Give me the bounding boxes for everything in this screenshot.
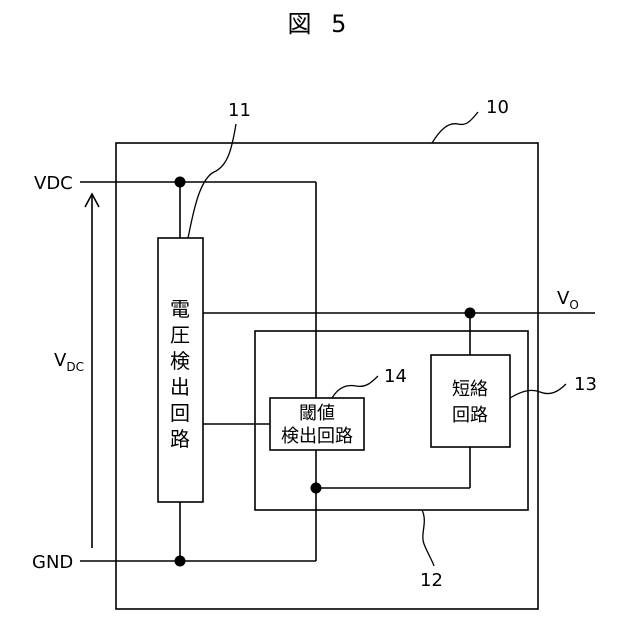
voltage-detection-char-6: 路 bbox=[170, 427, 190, 451]
short-circuit-block bbox=[431, 355, 510, 447]
leader-10 bbox=[432, 112, 478, 143]
gnd-terminal-label: GND bbox=[32, 552, 73, 573]
ref-numeral-14: 14 bbox=[384, 366, 407, 387]
voltage-detection-char-2: 圧 bbox=[170, 323, 190, 347]
vdc-voltage-main: V bbox=[54, 350, 67, 371]
leader-11 bbox=[188, 124, 236, 238]
junction-gnd bbox=[175, 556, 186, 567]
short-circuit-line-1: 短絡 bbox=[452, 379, 488, 400]
junction-vdc bbox=[175, 177, 186, 188]
ref-numeral-10: 10 bbox=[486, 97, 509, 118]
leader-14 bbox=[332, 376, 378, 398]
vo-output-subscript: O bbox=[569, 298, 578, 312]
voltage-detection-char-3: 検 bbox=[170, 349, 190, 373]
vo-output-label: VO bbox=[557, 288, 579, 312]
junction-vo bbox=[465, 308, 476, 319]
voltage-detection-char-5: 回 bbox=[170, 401, 190, 425]
vo-output-main: V bbox=[557, 288, 570, 309]
voltage-detection-char-1: 電 bbox=[170, 297, 190, 321]
threshold-detection-line-2: 検出回路 bbox=[281, 426, 353, 447]
vdc-voltage-label: VDC bbox=[54, 350, 84, 374]
ref-numeral-13: 13 bbox=[574, 374, 597, 395]
junction-return bbox=[311, 483, 322, 494]
short-circuit-line-2: 回路 bbox=[452, 405, 488, 426]
vdc-voltage-subscript: DC bbox=[66, 360, 84, 374]
threshold-detection-line-1: 閾値 bbox=[299, 403, 335, 424]
ref-numeral-11: 11 bbox=[228, 100, 251, 121]
voltage-detection-char-4: 出 bbox=[170, 375, 190, 399]
figure-title: 図 5 bbox=[288, 10, 353, 38]
leader-12 bbox=[422, 510, 434, 566]
vdc-terminal-label: VDC bbox=[34, 173, 73, 194]
ref-numeral-12: 12 bbox=[420, 570, 443, 591]
